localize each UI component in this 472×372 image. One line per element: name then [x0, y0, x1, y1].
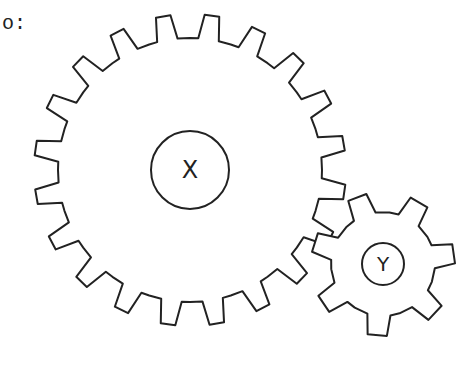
hub-circle: X: [150, 130, 230, 210]
fragment-text: o:: [2, 12, 26, 35]
gear-letter: Y: [377, 252, 389, 276]
small-gear: [312, 194, 455, 336]
large-gear: [35, 15, 346, 326]
hub-circle: Y: [361, 242, 405, 286]
gear-letter: X: [182, 156, 198, 184]
